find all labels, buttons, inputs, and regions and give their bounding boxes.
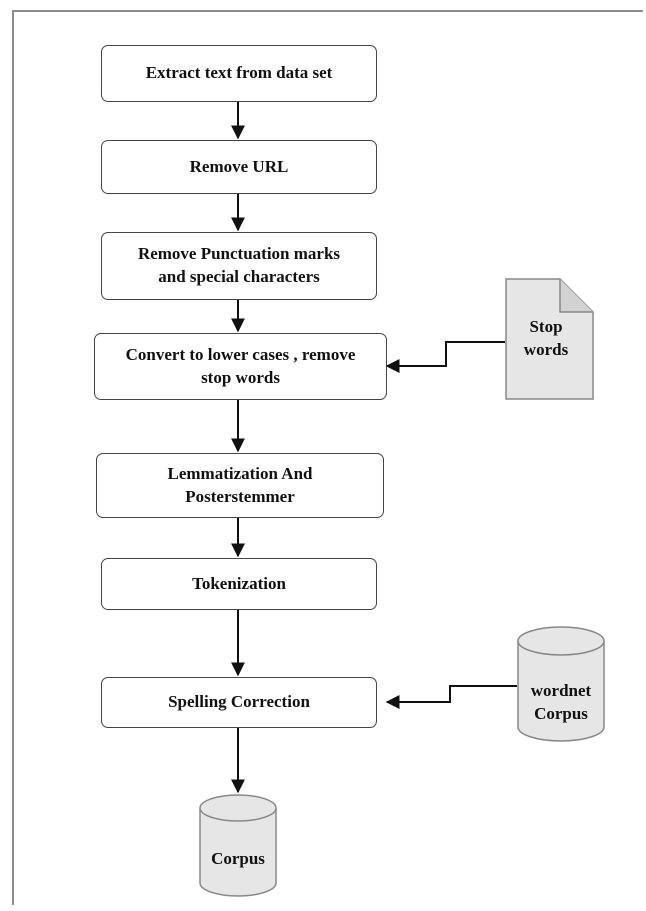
step-lemmatization-line-2: Posterstemmer — [185, 486, 295, 506]
stop-words-line-1: Stop — [529, 317, 563, 336]
wordnet-database-icon — [517, 626, 605, 742]
corpus-label: Corpus — [200, 848, 276, 871]
step-tokenization: Tokenization — [101, 558, 377, 610]
step-lemmatization: Lemmatization And Posterstemmer — [96, 453, 384, 518]
step-lowercase-line-1: Convert to lower cases , remove — [125, 344, 356, 364]
step-tokenization-label: Tokenization — [192, 573, 286, 593]
corpus-database-icon — [199, 794, 277, 897]
step-extract-text-label: Extract text from data set — [145, 63, 333, 83]
arrow-wordnet-to-spelling — [385, 685, 517, 709]
wordnet-corpus-label: wordnet Corpus — [518, 680, 604, 726]
arrow-stopwords-to-lowercase — [385, 341, 505, 373]
wordnet-line-1: wordnet — [530, 681, 592, 700]
step-lowercase-line-2: stop words — [201, 367, 280, 387]
step-lemmatization-line-1: Lemmatization And — [167, 463, 313, 483]
wordnet-line-2: Corpus — [534, 703, 588, 723]
corpus-label-text: Corpus — [211, 849, 265, 868]
step-remove-punctuation-line-1: Remove Punctuation marks — [137, 244, 341, 264]
step-remove-punctuation-line-2: and special characters — [158, 267, 320, 286]
diagram-frame — [12, 10, 643, 905]
step-spelling-correction: Spelling Correction — [101, 677, 377, 728]
step-extract-text: Extract text from data set — [101, 45, 377, 102]
step-remove-punctuation: Remove Punctuation marks and special cha… — [101, 232, 377, 300]
step-remove-url-label: Remove URL — [189, 156, 289, 176]
stop-words-label: Stop words — [506, 316, 586, 362]
step-spelling-correction-label: Spelling Correction — [168, 692, 310, 712]
step-remove-url: Remove URL — [101, 140, 377, 194]
stop-words-line-2: words — [523, 339, 569, 359]
stop-words-document-icon — [505, 278, 594, 400]
step-lowercase-stopwords: Convert to lower cases , remove stop wor… — [94, 333, 387, 400]
